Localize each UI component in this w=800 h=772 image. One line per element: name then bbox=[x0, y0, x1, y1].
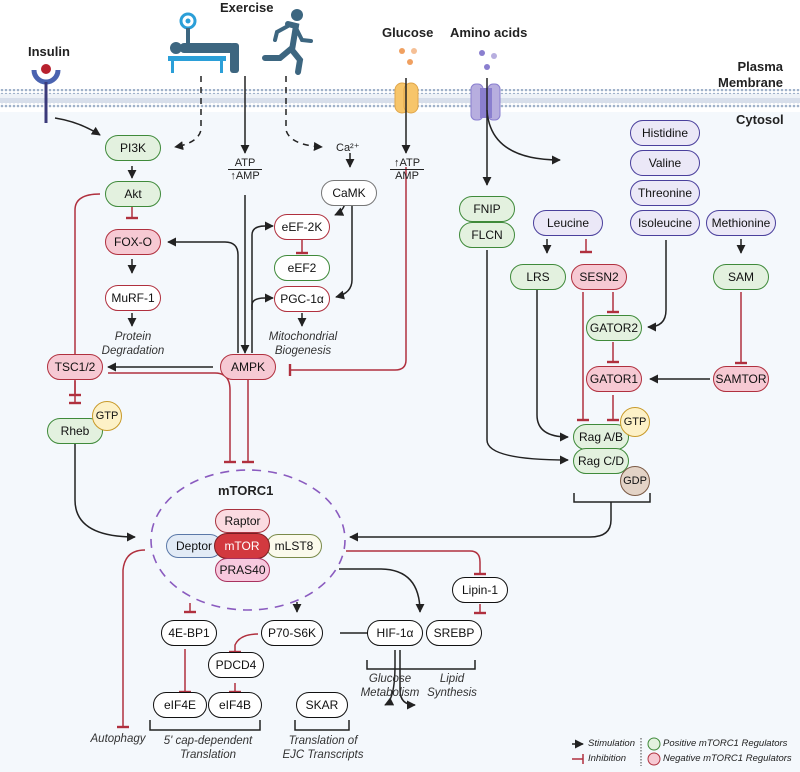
exercise-label: Exercise bbox=[220, 0, 274, 15]
pras40-node[interactable]: PRAS40 bbox=[215, 558, 270, 582]
insulin-receptor-icon bbox=[31, 64, 61, 123]
mitochondrial-biogenesis-outcome: Mitochondrial Biogenesis bbox=[262, 330, 344, 358]
legend-negative: Negative mTORC1 Regulators bbox=[663, 753, 792, 764]
pdcd4-node[interactable]: PDCD4 bbox=[208, 652, 264, 678]
membrane-label-line1: Plasma bbox=[737, 59, 784, 74]
foxo-node[interactable]: FOX-O bbox=[105, 229, 161, 255]
amino-acids-label: Amino acids bbox=[450, 25, 528, 40]
p70s6k-node[interactable]: P70-S6K bbox=[261, 620, 323, 646]
pgc1a-node[interactable]: PGC-1α bbox=[274, 286, 330, 312]
legend-symbols bbox=[572, 737, 661, 766]
autophagy-outcome: Autophagy bbox=[90, 733, 146, 745]
gator1-node[interactable]: GATOR1 bbox=[586, 366, 642, 392]
outcome-line2: Degradation bbox=[101, 345, 165, 357]
mtorc1-label: mTORC1 bbox=[218, 483, 274, 498]
rag-gtp-badge: GTP bbox=[620, 407, 650, 437]
outcome-line1: Lipid bbox=[439, 673, 465, 685]
cap-dependent-translation-outcome: 5' cap-dependent Translation bbox=[160, 734, 256, 762]
bench-press-icon bbox=[168, 12, 239, 73]
eef2-node[interactable]: eEF2 bbox=[274, 255, 330, 281]
outcome-line1: Translation of bbox=[288, 735, 358, 747]
glucose-atp-amp-ratio: ↑ATP AMP bbox=[390, 157, 424, 182]
flcn-node[interactable]: FLCN bbox=[459, 222, 515, 248]
cytosol-label: Cytosol bbox=[736, 112, 784, 127]
rag-ab-node[interactable]: Rag A/B bbox=[573, 424, 629, 450]
outcome-line1: Protein bbox=[114, 331, 152, 343]
samtor-node[interactable]: SAMTOR bbox=[713, 366, 769, 392]
tsc-node[interactable]: TSC1/2 bbox=[47, 354, 103, 380]
srebp-node[interactable]: SREBP bbox=[426, 620, 482, 646]
legend-inhibition: Inhibition bbox=[588, 753, 627, 764]
eif4b-node[interactable]: eIF4B bbox=[208, 692, 262, 718]
rheb-gtp-badge: GTP bbox=[92, 401, 122, 431]
glucose-label: Glucose bbox=[382, 25, 434, 40]
eef2k-node[interactable]: eEF-2K bbox=[274, 214, 330, 240]
stimulation-arrows bbox=[54, 76, 746, 710]
rag-cd-node[interactable]: Rag C/D bbox=[573, 448, 629, 474]
outcome-line1: 5' cap-dependent bbox=[163, 735, 253, 747]
insulin-label: Insulin bbox=[28, 44, 70, 59]
raptor-node[interactable]: Raptor bbox=[215, 509, 270, 533]
amino-acid-transporter-icon bbox=[470, 50, 501, 121]
protein-degradation-outcome: Protein Degradation bbox=[100, 330, 166, 358]
outcome-line2: Biogenesis bbox=[274, 345, 332, 357]
threonine-node[interactable]: Threonine bbox=[630, 180, 700, 206]
ejc-translation-outcome: Translation of EJC Transcripts bbox=[280, 734, 366, 762]
gator2-node[interactable]: GATOR2 bbox=[586, 315, 642, 341]
mtor-node[interactable]: mTOR bbox=[214, 533, 270, 559]
inhibition-lines bbox=[69, 167, 747, 729]
skar-node[interactable]: SKAR bbox=[296, 692, 348, 718]
running-person-icon bbox=[262, 9, 313, 75]
legend-stimulation: Stimulation bbox=[588, 738, 635, 749]
valine-node[interactable]: Valine bbox=[630, 150, 700, 176]
outcome-line1: Glucose bbox=[368, 673, 412, 685]
mtorc1-complex-boundary bbox=[150, 469, 346, 611]
lrs-node[interactable]: LRS bbox=[510, 264, 566, 290]
methionine-node[interactable]: Methionine bbox=[706, 210, 776, 236]
ratio-denominator: ↑AMP bbox=[230, 170, 260, 182]
outcome-line2: EJC Transcripts bbox=[282, 749, 364, 761]
ratio-numerator: ATP bbox=[228, 157, 262, 170]
akt-node[interactable]: Akt bbox=[105, 181, 161, 207]
isoleucine-node[interactable]: Isoleucine bbox=[630, 210, 700, 236]
4ebp1-node[interactable]: 4E-BP1 bbox=[161, 620, 217, 646]
outcome-line1: Mitochondrial bbox=[268, 331, 338, 343]
outcome-brackets bbox=[149, 493, 651, 731]
pi3k-node[interactable]: PI3K bbox=[105, 135, 161, 161]
glucose-metabolism-outcome: Glucose Metabolism bbox=[360, 672, 420, 700]
sam-node[interactable]: SAM bbox=[713, 264, 769, 290]
fnip-node[interactable]: FNIP bbox=[459, 196, 515, 222]
legend-positive: Positive mTORC1 Regulators bbox=[663, 738, 788, 749]
ratio-numerator: ↑ATP bbox=[390, 157, 424, 170]
leucine-node[interactable]: Leucine bbox=[533, 210, 603, 236]
outcome-line2: Metabolism bbox=[360, 687, 420, 699]
lipid-synthesis-outcome: Lipid Synthesis bbox=[424, 672, 480, 700]
calcium-label: Ca²⁺ bbox=[336, 142, 360, 154]
mlst8-node[interactable]: mLST8 bbox=[266, 534, 322, 558]
plasma-membrane-label: Plasma Membrane bbox=[718, 59, 783, 91]
eif4e-node[interactable]: eIF4E bbox=[153, 692, 207, 718]
lipin1-node[interactable]: Lipin-1 bbox=[452, 577, 508, 603]
sesn2-node[interactable]: SESN2 bbox=[571, 264, 627, 290]
rag-gdp-badge: GDP bbox=[620, 466, 650, 496]
outcome-line2: Synthesis bbox=[427, 687, 477, 699]
murf1-node[interactable]: MuRF-1 bbox=[105, 285, 161, 311]
outcome-line2: Translation bbox=[179, 749, 237, 761]
hif1a-node[interactable]: HIF-1α bbox=[367, 620, 423, 646]
camk-node[interactable]: CaMK bbox=[321, 180, 377, 206]
histidine-node[interactable]: Histidine bbox=[630, 120, 700, 146]
ampk-node[interactable]: AMPK bbox=[220, 354, 276, 380]
exercise-atp-amp-ratio: ATP ↑AMP bbox=[228, 157, 262, 182]
ratio-denominator: AMP bbox=[395, 170, 419, 182]
membrane-label-line2: Membrane bbox=[718, 75, 784, 90]
